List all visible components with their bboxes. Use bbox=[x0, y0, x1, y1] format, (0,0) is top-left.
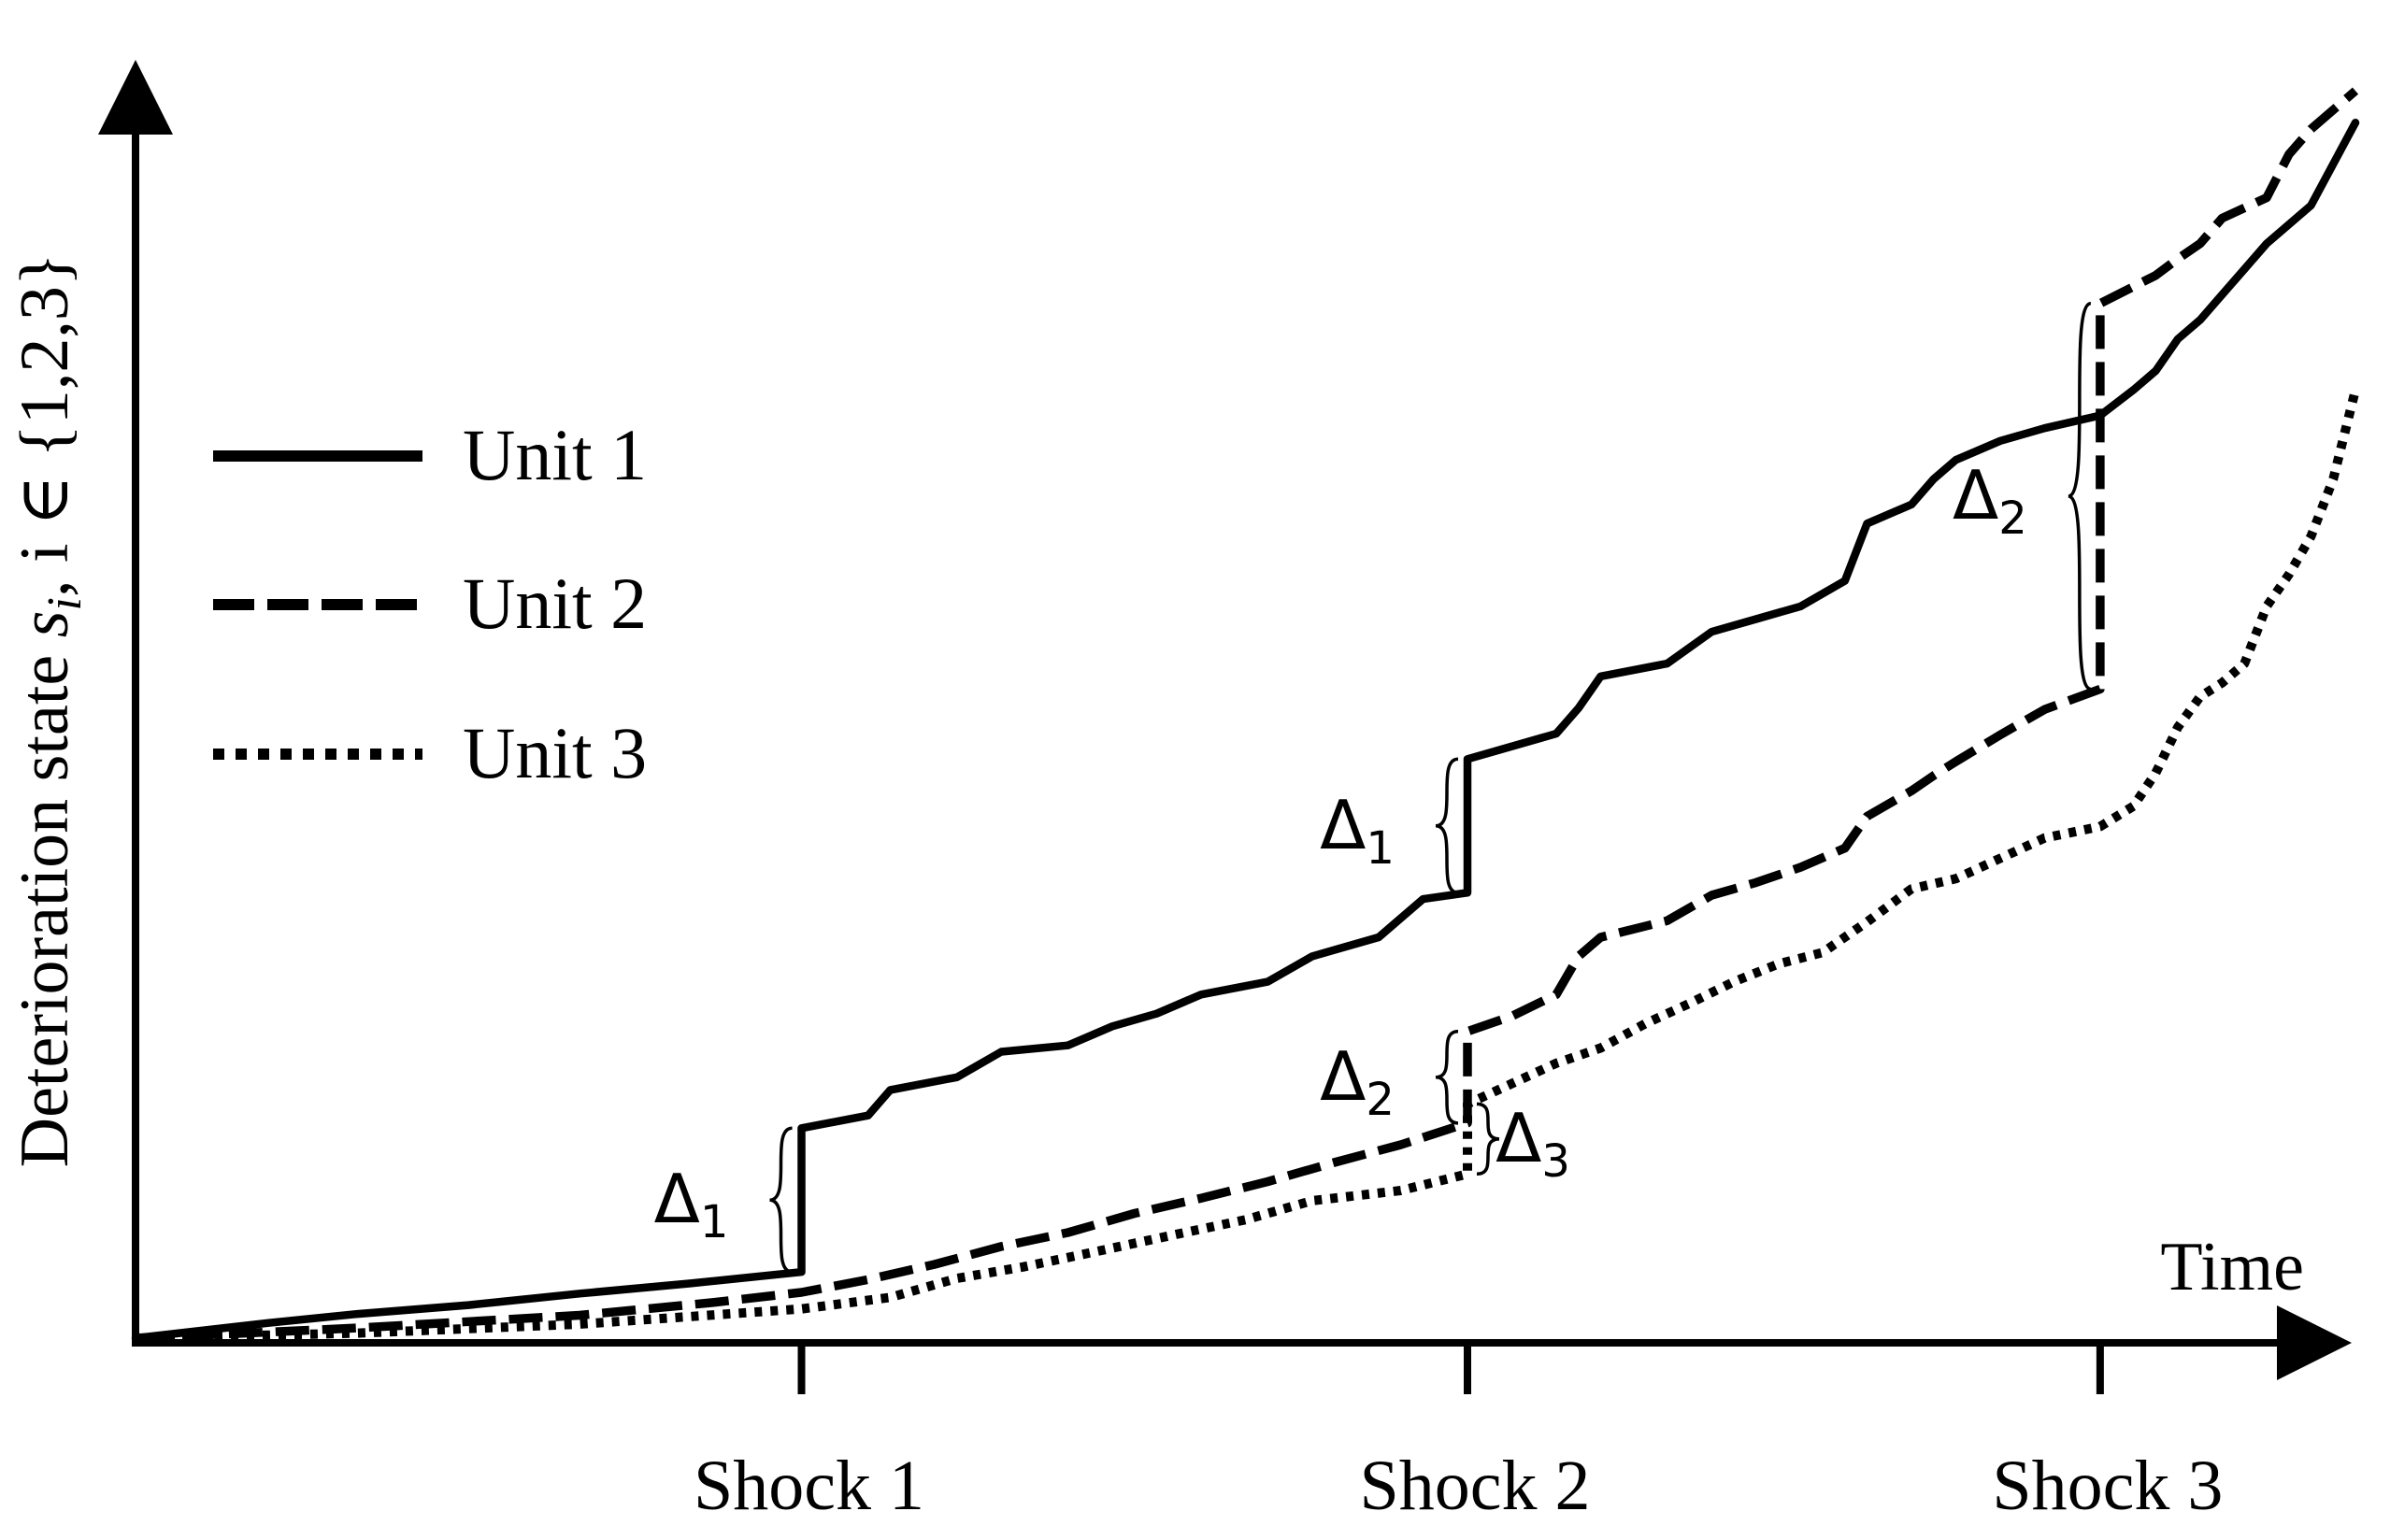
x-axis-label: Time bbox=[2160, 1229, 2304, 1305]
delta-subscript: 2 bbox=[1366, 1074, 1395, 1126]
y-axis-label-text: Deterioration state bbox=[7, 655, 83, 1168]
delta-brace-4 bbox=[1476, 1102, 1500, 1176]
series-layer bbox=[131, 87, 2360, 1343]
delta-subscript: 1 bbox=[700, 1196, 729, 1248]
delta-subscript: 3 bbox=[1541, 1135, 1570, 1188]
series-line-unit-2 bbox=[135, 87, 2359, 1343]
delta-label-2: Δ1 bbox=[1320, 786, 1395, 875]
x-tick-label-1: Shock 1 bbox=[694, 1447, 924, 1525]
axes bbox=[98, 60, 2352, 1380]
legend: Unit 1 Unit 2 Unit 3 bbox=[213, 414, 647, 793]
delta-brace-5 bbox=[2068, 301, 2092, 692]
delta-brace-2 bbox=[1435, 757, 1459, 895]
legend-label-unit-3: Unit 3 bbox=[463, 712, 647, 793]
delta-symbol: Δ bbox=[1953, 456, 1998, 535]
delta-symbol: Δ bbox=[1320, 786, 1366, 864]
delta-brace-3 bbox=[1435, 1030, 1459, 1125]
delta-label-5: Δ2 bbox=[1953, 456, 2027, 545]
y-axis-label-var: s bbox=[7, 610, 83, 637]
delta-symbol: Δ bbox=[654, 1160, 700, 1238]
y-axis-label: Deterioration state si, i ∈ {1,2,3} bbox=[7, 253, 92, 1168]
x-ticks: Shock 1 Shock 2 Shock 3 bbox=[694, 1343, 2223, 1525]
series-line-unit-1 bbox=[131, 119, 2360, 1343]
delta-label-3: Δ2 bbox=[1320, 1037, 1395, 1126]
y-axis-label-rest: , i ∈ {1,2,3} bbox=[7, 253, 83, 597]
legend-label-unit-2: Unit 2 bbox=[463, 563, 647, 644]
legend-label-unit-1: Unit 1 bbox=[463, 414, 647, 495]
delta-brace-1 bbox=[769, 1126, 793, 1274]
y-axis-label-sub: i bbox=[38, 597, 92, 610]
x-tick-label-3: Shock 3 bbox=[1992, 1447, 2223, 1525]
delta-symbol: Δ bbox=[1320, 1037, 1366, 1116]
delta-label-4: Δ3 bbox=[1496, 1099, 1570, 1188]
x-tick-label-2: Shock 2 bbox=[1360, 1447, 1591, 1525]
delta-symbol: Δ bbox=[1496, 1099, 1541, 1177]
delta-subscript: 2 bbox=[1998, 492, 2027, 545]
delta-label-1: Δ1 bbox=[654, 1160, 729, 1248]
delta-subscript: 1 bbox=[1366, 822, 1395, 875]
